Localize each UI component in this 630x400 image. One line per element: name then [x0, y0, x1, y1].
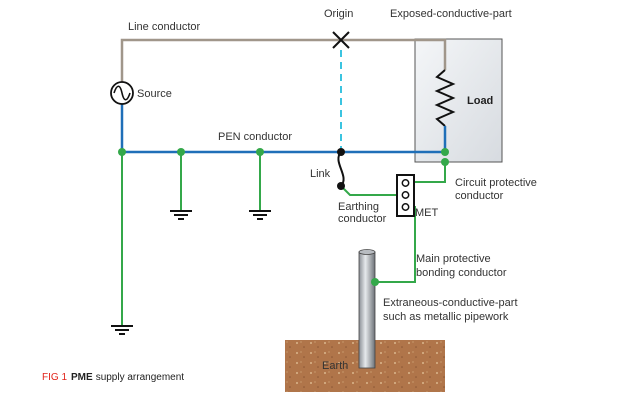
metallic-pipework [358, 251, 376, 369]
ecp-label-1: Extraneous-conductive-part [383, 297, 518, 309]
pen-conductor-label: PEN conductor [218, 131, 292, 143]
earthing-conductor-label-1: Earthing [338, 201, 379, 213]
exposed-conductive-part-label: Exposed-conductive-part [390, 8, 512, 20]
cpc-label-1: Circuit protective [455, 177, 537, 189]
load-resistor [434, 69, 456, 127]
caption-title: supply arrangement [95, 372, 185, 383]
mpb-label-2: bonding conductor [416, 267, 507, 279]
cpc-label-2: conductor [455, 190, 504, 202]
source-label: Source [137, 88, 172, 100]
exposed-conductive-part-box [414, 38, 503, 163]
figure-number: FIG 1 [42, 372, 68, 383]
line-conductor-label: Line conductor [128, 21, 200, 33]
ecp-label-2: such as metallic pipework [383, 311, 509, 323]
caption-title-bold: PME [71, 372, 93, 383]
mpb-label-1: Main protective [416, 253, 491, 265]
green-conductors [340, 162, 446, 283]
line-conductor-wire [120, 38, 447, 82]
link-curve [337, 151, 345, 187]
earthing-conductor-label-2: conductor [338, 213, 387, 225]
junction-dots [118, 148, 449, 286]
origin-label: Origin [324, 8, 353, 20]
earth-symbols [111, 210, 271, 335]
earth-label: Earth [322, 360, 348, 372]
origin-cross [332, 31, 350, 49]
earth-leads [121, 152, 261, 326]
link-label: Link [310, 168, 331, 180]
load-label: Load [467, 95, 493, 107]
met-label: MET [415, 207, 439, 219]
